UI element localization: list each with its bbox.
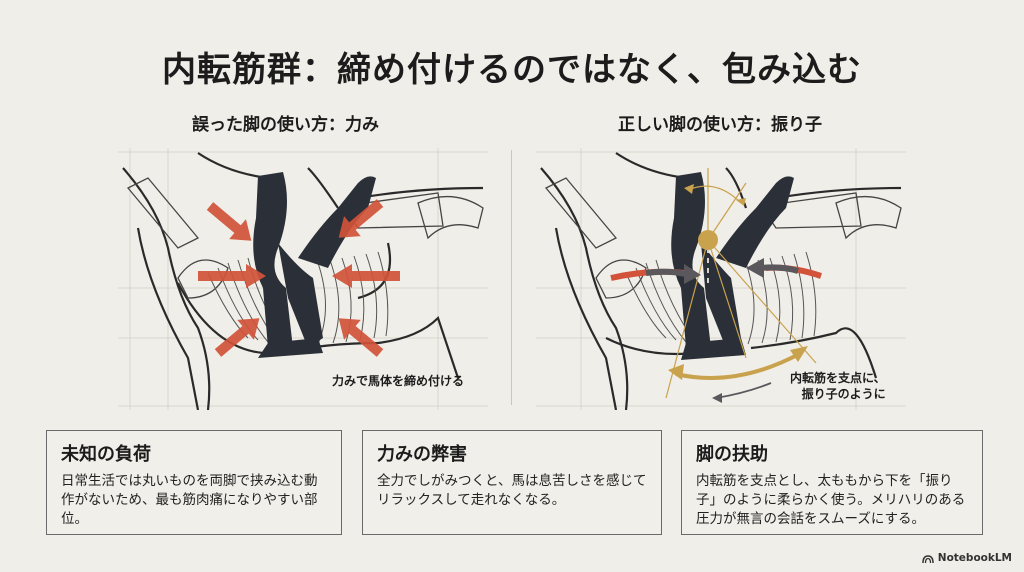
left-caption: 力みで馬体を締め付ける xyxy=(332,374,465,388)
card-body: 全力でしがみつくと、馬は息苦しさを感じてリラックスして走れなくなる。 xyxy=(377,473,647,508)
right-heading: 正しい脚の使い方：振り子 xyxy=(618,115,822,135)
page-title: 内転筋群：締め付けるのではなく、包み込む xyxy=(162,50,862,90)
left-heading: 誤った脚の使い方：力み xyxy=(192,115,379,135)
horse-rider-clamping-illustration xyxy=(118,148,488,410)
right-caption-line1: 内転筋を支点に、 xyxy=(790,371,886,385)
card-body: 内転筋を支点とし、太ももから下を「振り子」のように柔らかく使う。メリハリのある圧… xyxy=(696,473,966,527)
info-card-leg-aids: 脚の扶助 内転筋を支点とし、太ももから下を「振り子」のように柔らかく使う。メリハ… xyxy=(681,430,983,535)
right-caption: 内転筋を支点に、 振り子のように xyxy=(790,370,886,402)
notebooklm-logo-icon xyxy=(922,554,934,563)
horse-rider-pendulum-illustration xyxy=(536,148,906,410)
brand-label: NotebookLM xyxy=(937,552,1012,564)
card-title: 脚の扶助 xyxy=(696,444,768,465)
info-card-tension-harm: 力みの弊害 全力でしがみつくと、馬は息苦しさを感じてリラックスして走れなくなる。 xyxy=(362,430,662,535)
correct-usage-illustration xyxy=(536,148,906,410)
info-card-unknown-load: 未知の負荷 日常生活では丸いものを両脚で挟み込む動作がないため、最も筋肉痛になり… xyxy=(46,430,342,535)
right-caption-line2: 振り子のように xyxy=(801,387,886,401)
panel-divider xyxy=(511,150,512,405)
card-title: 未知の負荷 xyxy=(61,444,151,465)
card-body: 日常生活では丸いものを両脚で挟み込む動作がないため、最も筋肉痛になりやすい部位。 xyxy=(61,473,318,527)
wrong-usage-illustration xyxy=(118,148,488,410)
card-title: 力みの弊害 xyxy=(377,444,467,465)
pivot-point-icon xyxy=(698,230,718,250)
brand-watermark: NotebookLM xyxy=(922,552,1012,564)
